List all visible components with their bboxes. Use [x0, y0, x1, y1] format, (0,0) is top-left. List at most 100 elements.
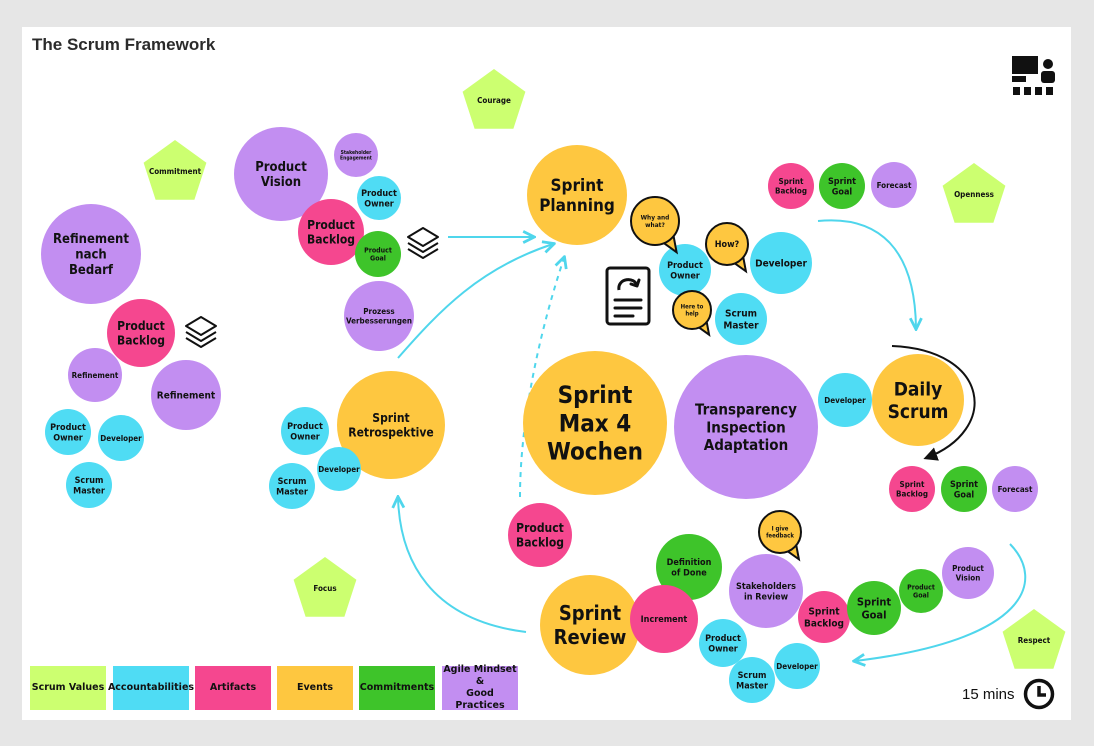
node-circle: [941, 466, 987, 512]
node-circle: [899, 569, 943, 613]
node-increment[interactable]: Increment: [630, 585, 698, 653]
value-label: Openness: [954, 190, 994, 199]
node-label: Developer: [100, 434, 142, 443]
legend-label: Commitments: [359, 682, 435, 693]
node-developer-review[interactable]: Developer: [774, 643, 820, 689]
node-circle: [337, 371, 445, 479]
timer-icon[interactable]: [1023, 678, 1055, 710]
node-forecast-daily[interactable]: Forecast: [992, 466, 1038, 512]
node-circle: [298, 199, 364, 265]
node-circle: [659, 244, 711, 296]
arrow-backlog-to-planning-dashed: [519, 258, 564, 498]
legend-item-events[interactable]: Events: [277, 666, 353, 710]
value-courage[interactable]: Courage: [462, 69, 526, 129]
node-circle: [508, 503, 572, 567]
node-circle: [107, 299, 175, 367]
legend-item-artifacts[interactable]: Artifacts: [195, 666, 271, 710]
node-circle: [656, 534, 722, 600]
node-circle: [750, 232, 812, 294]
node-circle: [317, 447, 361, 491]
node-developer-daily[interactable]: Developer: [818, 373, 872, 427]
node-developer-left[interactable]: Developer: [98, 415, 144, 461]
node-forecast-top[interactable]: Forecast: [871, 162, 917, 208]
legend-item-values[interactable]: Scrum Values: [30, 666, 106, 710]
node-developer-retro[interactable]: Developer: [317, 447, 361, 491]
node-circle: [715, 293, 767, 345]
speech-bubble-how[interactable]: How?: [705, 222, 749, 274]
value-commitment[interactable]: Commitment: [143, 140, 207, 200]
node-circle: [819, 163, 865, 209]
legend-item-accountabilities[interactable]: Accountabilities: [108, 666, 194, 710]
node-label: Refinement: [72, 371, 119, 380]
node-label: Developer: [318, 465, 360, 474]
node-refinement-big[interactable]: Refinement: [151, 360, 221, 430]
node-circle: [699, 619, 747, 667]
node-circle: [344, 281, 414, 351]
value-focus[interactable]: Focus: [293, 557, 357, 617]
arrow-review-to-retro: [398, 498, 527, 633]
node-circle: [630, 585, 698, 653]
legend-label: Events: [296, 682, 334, 693]
node-developer-planning[interactable]: Developer: [750, 232, 812, 294]
node-circle: [355, 231, 401, 277]
node-refinement-small[interactable]: Refinement: [68, 348, 122, 402]
value-respect[interactable]: Respect: [1002, 609, 1066, 669]
legend-item-mindset[interactable]: Agile Mindset & Good Practices: [442, 664, 518, 711]
presenter-icon[interactable]: [1010, 54, 1058, 98]
value-openness[interactable]: Openness: [942, 163, 1006, 223]
node-circle: [357, 176, 401, 220]
timer[interactable]: 15 mins: [962, 678, 1055, 710]
legend-item-commitments[interactable]: Commitments: [359, 666, 435, 710]
node-label: Developer: [776, 662, 818, 671]
node-circle: [847, 581, 901, 635]
